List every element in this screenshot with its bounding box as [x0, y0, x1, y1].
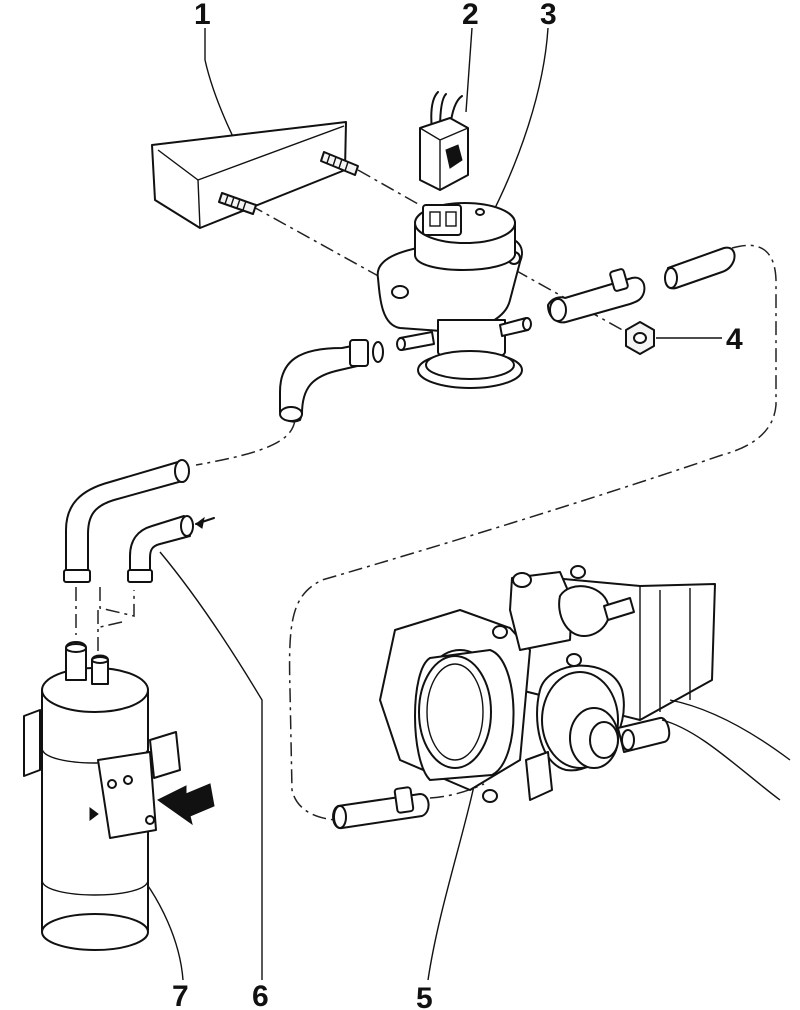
hose-end-upper	[664, 246, 736, 290]
hose-to-throttle-lower	[332, 786, 430, 830]
electrical-connector	[419, 91, 469, 191]
hose-elbow-left	[279, 339, 384, 423]
charcoal-canister	[23, 641, 215, 951]
callout-1: 1	[194, 0, 211, 31]
canister-hose-long	[63, 459, 190, 583]
hose-to-throttle-upper	[547, 268, 646, 324]
callout-4: 4	[726, 323, 743, 356]
callout-7: 7	[172, 980, 189, 1010]
stud-1	[218, 192, 257, 215]
stud-2	[320, 151, 359, 176]
mounting-bracket	[151, 121, 359, 229]
callout-2: 2	[462, 0, 479, 31]
hex-nut	[625, 321, 655, 355]
callout-5: 5	[416, 982, 433, 1010]
callout-3: 3	[540, 0, 557, 31]
canister-hose-short	[127, 515, 215, 583]
throttle-body	[379, 565, 791, 803]
routing-lines	[75, 169, 777, 821]
solenoid-valve	[376, 202, 532, 389]
callout-6: 6	[252, 980, 269, 1010]
